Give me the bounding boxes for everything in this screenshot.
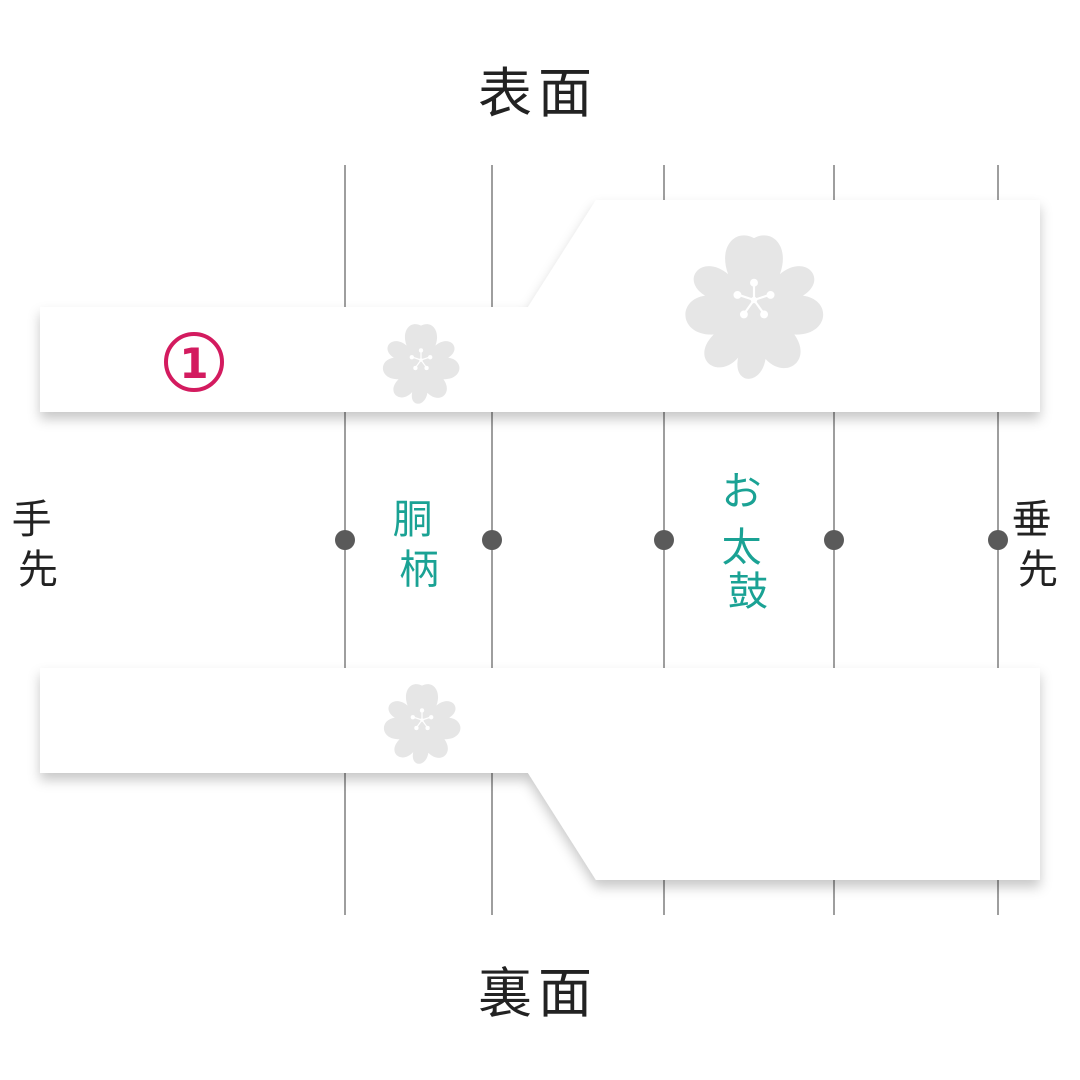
section-dot [335,530,355,550]
section-dot [824,530,844,550]
marker-number: 1 [179,339,208,388]
otaiko-label: お 太 鼓 [722,469,775,615]
waist-pattern-label: 胴 柄 [393,497,446,593]
section-dot [988,530,1008,550]
section-dot [654,530,674,550]
circled-number-icon: 1 [164,332,224,392]
back-obi-band [40,668,1040,880]
front-side-title: 表面 [478,62,598,125]
section-dot [482,530,502,550]
back-side-title: 裏面 [478,962,598,1025]
right-end-label: 垂 先 [1012,497,1065,593]
section-dots [335,530,1008,550]
left-end-label: 手 先 [12,497,65,593]
